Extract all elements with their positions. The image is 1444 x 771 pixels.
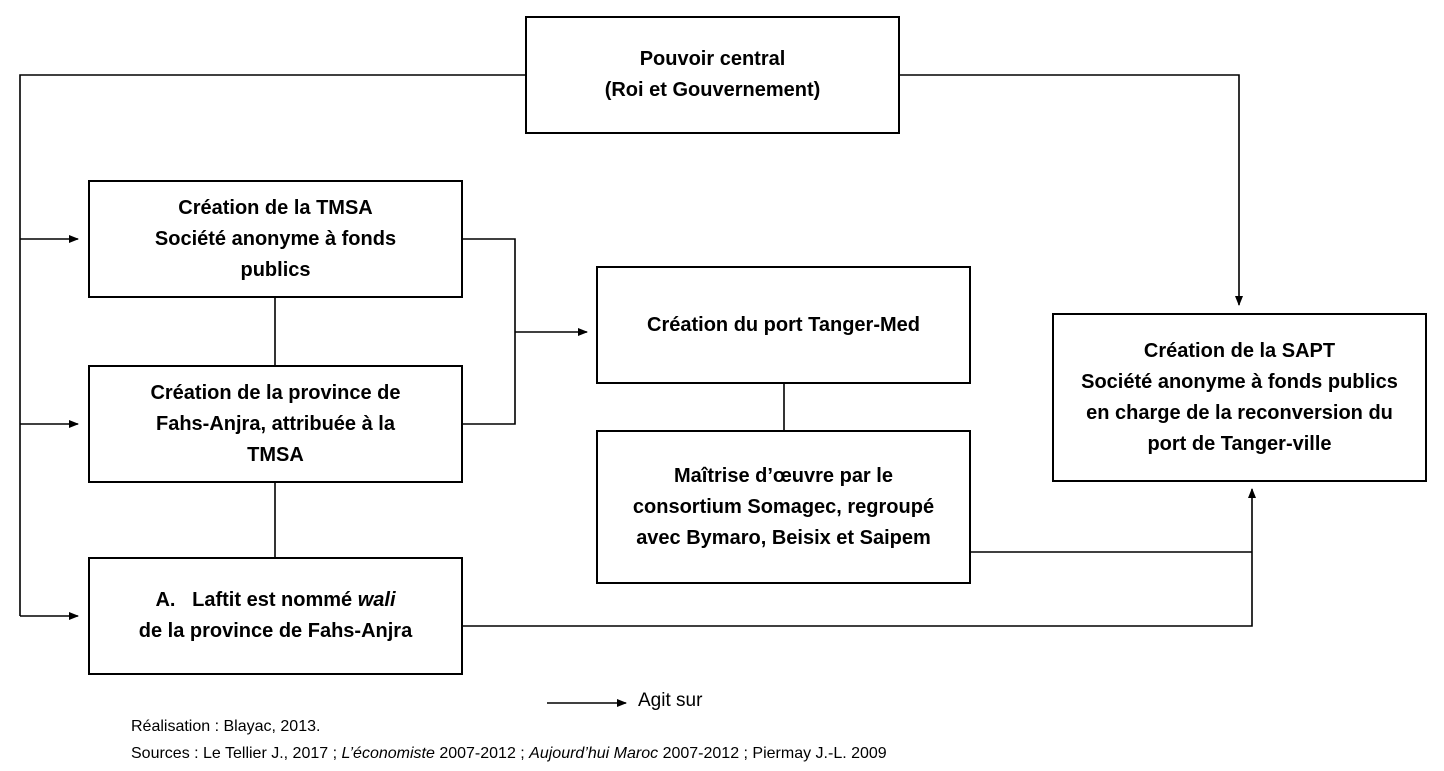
province-line-1: Création de la province de: [150, 381, 401, 404]
laftit-line-2: de la province de Fahs-Anjra: [138, 620, 413, 642]
province-line-2: Fahs-Anjra, attribuée à la: [156, 412, 395, 435]
province-line-3: TMSA: [247, 443, 304, 466]
box-creation-tmsa: Création de la TMSA Société anonyme à fo…: [88, 180, 463, 298]
arrow-pouvoir-to-sapt: [900, 74, 1243, 306]
box-pouvoir-central: Pouvoir central (Roi et Gouvernement): [525, 16, 900, 134]
source-leconomiste: L’économiste: [341, 745, 435, 762]
legend-label: Agit sur: [638, 690, 703, 711]
tmsa-line-3: publics: [240, 258, 311, 281]
source-leconomiste-years: 2007-2012 ;: [434, 745, 530, 762]
laftit-wali-italic: wali: [357, 589, 396, 611]
sapt-line-2: Société anonyme à fonds publics: [1081, 370, 1398, 393]
maitrise-line-3: avec Bymaro, Beisix et Saipem: [636, 526, 931, 549]
connector-tmsa-to-merge: [463, 238, 516, 425]
credit-sources: Sources : Le Tellier J., 2017 ; L’économ…: [131, 745, 887, 763]
box-maitrise-oeuvre: Maîtrise d’œuvre par le consortium Somag…: [596, 430, 971, 584]
box-laftit-wali: A. Laftit est nommé wali de la province …: [88, 557, 463, 675]
sources-prefix: Sources : Le Tellier J., 2017 ;: [131, 745, 342, 762]
pouvoir-line-1: Pouvoir central: [639, 48, 786, 70]
arrow-laftit-to-sapt: [463, 488, 1256, 627]
tmsa-line-2: Société anonyme à fonds: [154, 227, 397, 250]
connector-pouvoir-left-trunk: [19, 74, 525, 616]
box-creation-port: Création du port Tanger-Med: [596, 266, 971, 384]
laftit-line-1: A. Laftit est nommé wali: [139, 585, 412, 616]
pouvoir-line-2: (Roi et Gouvernement): [604, 79, 821, 101]
port-line-1: Création du port Tanger-Med: [647, 313, 920, 336]
laftit-prefix: A. Laftit est nommé: [155, 589, 358, 611]
box-creation-sapt: Création de la SAPT Société anonyme à fo…: [1052, 313, 1427, 482]
maitrise-line-2: consortium Somagec, regroupé: [632, 495, 935, 518]
sapt-line-4: port de Tanger-ville: [1147, 432, 1332, 455]
sapt-line-1: Création de la SAPT: [1143, 339, 1336, 362]
box-creation-province: Création de la province de Fahs-Anjra, a…: [88, 365, 463, 483]
source-aujourdhui-maroc: Aujourd’hui Maroc: [529, 745, 659, 762]
sapt-line-3: en charge de la reconversion du: [1086, 401, 1393, 424]
source-aujourdhui-maroc-years: 2007-2012 ; Piermay J.-L. 2009: [658, 745, 887, 762]
credit-realisation: Réalisation : Blayac, 2013.: [131, 718, 321, 735]
tmsa-line-1: Création de la TMSA: [178, 196, 373, 219]
maitrise-line-1: Maîtrise d’œuvre par le: [674, 464, 893, 487]
